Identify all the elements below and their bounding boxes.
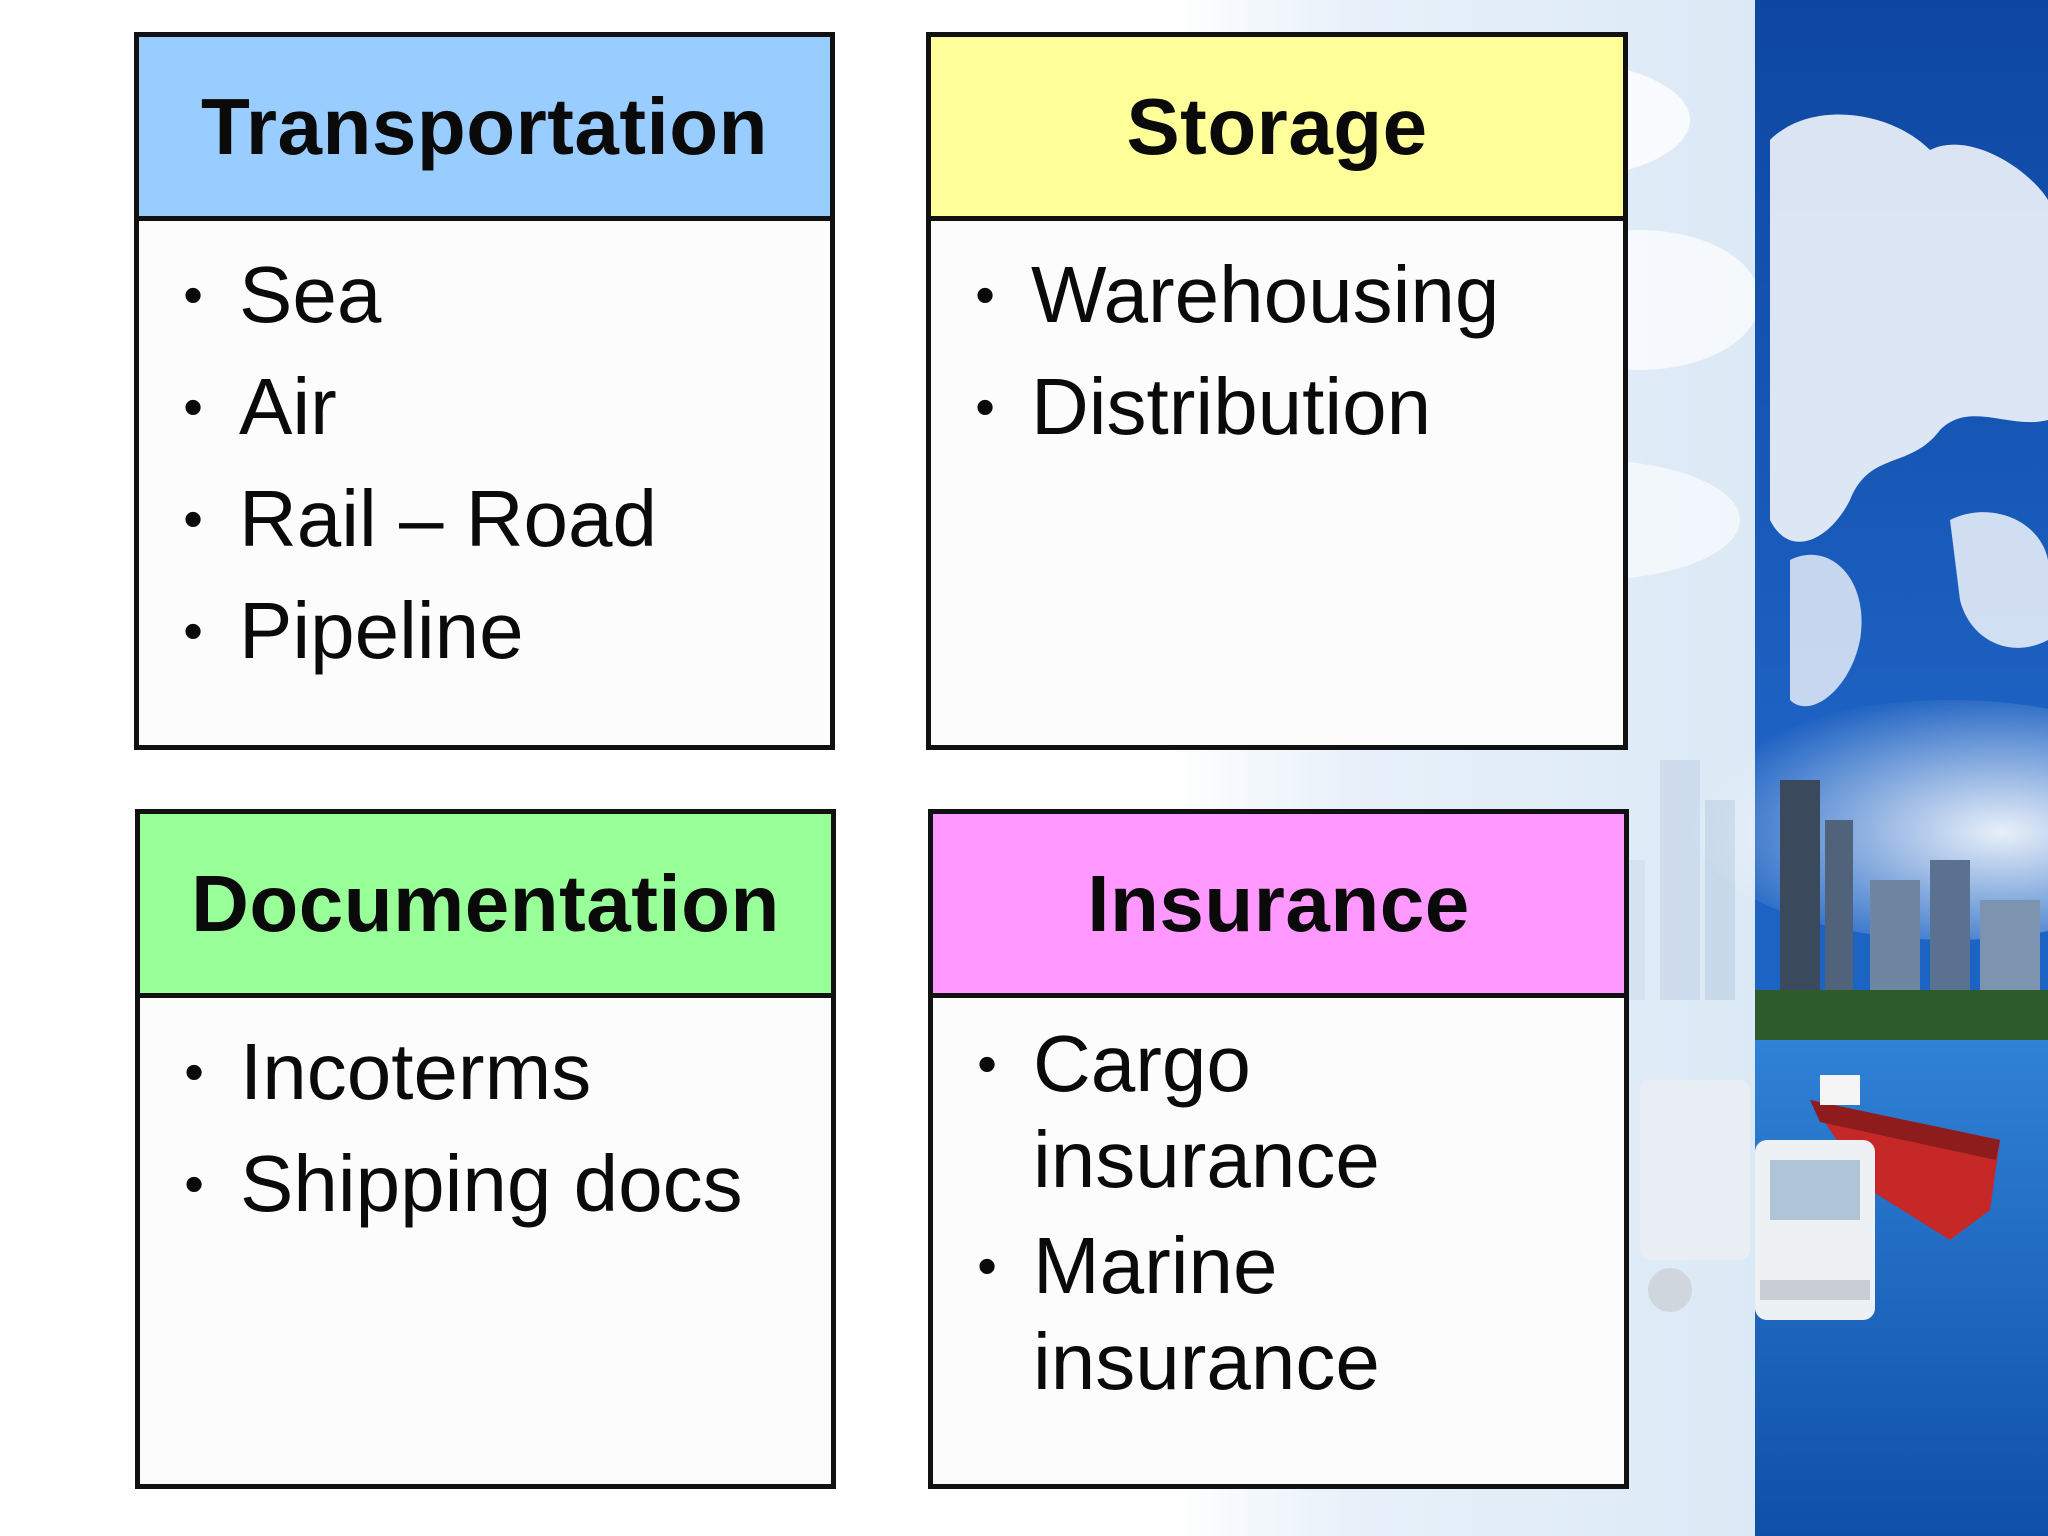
transportation-title: Transportation (200, 81, 769, 171)
bullet-icon: • (183, 599, 203, 662)
list-item-text: Incoterms (240, 1027, 592, 1116)
list-item: • Air (173, 351, 820, 463)
list-item: • Pipeline (173, 575, 820, 687)
list-item: • Cargo insurance (967, 1016, 1614, 1208)
bullet-icon: • (975, 375, 995, 438)
list-item: • Shipping docs (174, 1128, 821, 1240)
list-item: • Marine insurance (967, 1218, 1614, 1410)
transportation-list: • Sea • Air • Rail – Road • Pipeline (173, 239, 820, 687)
bullet-icon: • (183, 263, 203, 326)
insurance-box: Insurance • Cargo insurance • Marine insura… (928, 809, 1629, 1489)
list-item-text: Warehousing (1031, 250, 1500, 339)
list-item: • Distribution (965, 351, 1613, 463)
list-item-text: Rail – Road (239, 474, 658, 563)
insurance-header: Insurance (933, 814, 1624, 998)
storage-body: • Warehousing • Distribution (931, 221, 1623, 745)
insurance-title: Insurance (1087, 858, 1470, 948)
bullet-icon: • (977, 1032, 997, 1095)
transportation-header: Transportation (139, 37, 830, 221)
list-item-text: Shipping docs (240, 1139, 743, 1228)
bullet-icon: • (183, 487, 203, 550)
list-item: • Rail – Road (173, 463, 820, 575)
transportation-box: Transportation • Sea • Air • Rail – Road • Pipe… (134, 32, 835, 750)
bullet-icon: • (183, 375, 203, 438)
documentation-box: Documentation • Incoterms • Shipping docs (135, 809, 836, 1489)
list-item-text: Pipeline (239, 586, 524, 675)
bullet-icon: • (184, 1040, 204, 1103)
storage-box: Storage • Warehousing • Distribution (926, 32, 1628, 750)
list-item: • Warehousing (965, 239, 1613, 351)
list-item-text: Distribution (1031, 362, 1432, 451)
documentation-title: Documentation (191, 858, 780, 948)
documentation-body: • Incoterms • Shipping docs (140, 998, 831, 1484)
storage-header: Storage (931, 37, 1623, 221)
transportation-body: • Sea • Air • Rail – Road • Pipeline (139, 221, 830, 745)
documentation-list: • Incoterms • Shipping docs (174, 1016, 821, 1240)
storage-list: • Warehousing • Distribution (965, 239, 1613, 463)
list-item-text: Marine insurance (1033, 1221, 1380, 1406)
list-item-text: Cargo insurance (1033, 1019, 1380, 1204)
list-item-text: Sea (239, 250, 382, 339)
bullet-icon: • (975, 263, 995, 326)
list-item-text: Air (239, 362, 337, 451)
storage-title: Storage (1126, 81, 1428, 171)
documentation-header: Documentation (140, 814, 831, 998)
list-item: • Incoterms (174, 1016, 821, 1128)
list-item: • Sea (173, 239, 820, 351)
insurance-list: • Cargo insurance • Marine insurance (967, 1016, 1614, 1410)
bullet-icon: • (977, 1234, 997, 1297)
insurance-body: • Cargo insurance • Marine insurance (933, 998, 1624, 1484)
bullet-icon: • (184, 1152, 204, 1215)
